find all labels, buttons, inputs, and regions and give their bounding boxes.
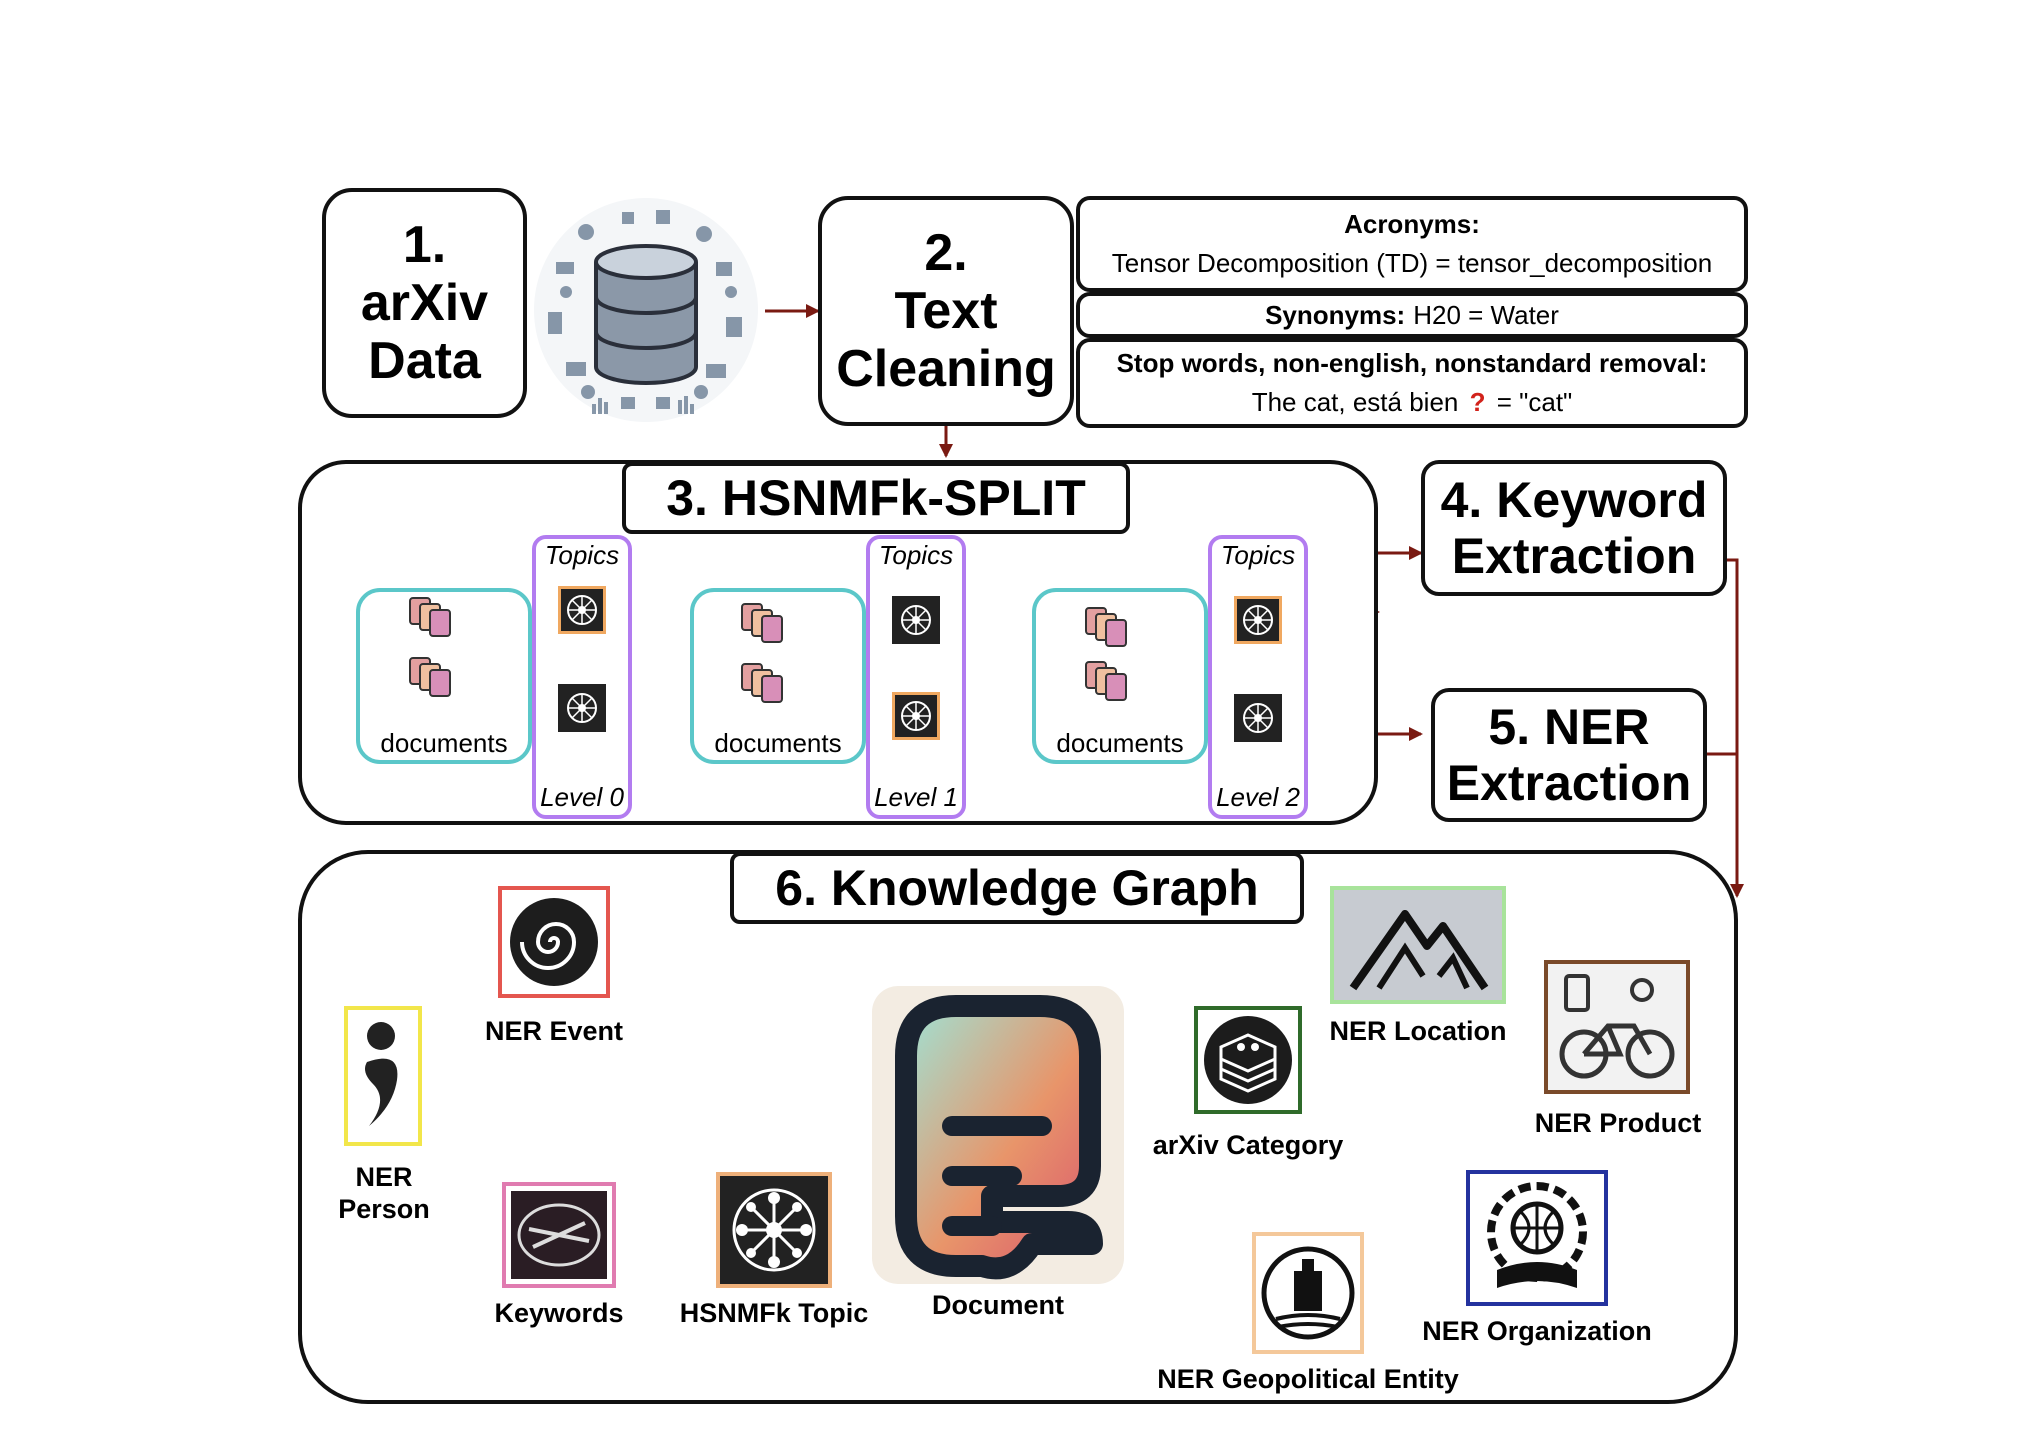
- step4-line1: 4. Keyword: [1440, 472, 1708, 528]
- topic-node-icon-selected: [558, 586, 606, 634]
- hsnmfk-topic-node: [716, 1172, 832, 1288]
- spiral-icon: [510, 898, 598, 986]
- step1-arxiv-data: 1. arXiv Data: [322, 188, 527, 418]
- level0-topics-box: [532, 535, 632, 819]
- ner-person-label-line2: Person: [338, 1193, 430, 1224]
- step2-text-cleaning: 2. Text Cleaning: [818, 196, 1074, 426]
- ner-event-node: [498, 886, 610, 998]
- level0-topics-label: Topics: [544, 540, 620, 570]
- arrow-keyword-to-graph: [1727, 558, 1744, 898]
- document-stack-icon: [740, 662, 788, 713]
- level1-documents-label: documents: [714, 728, 842, 758]
- topic-node-icon: [1234, 694, 1282, 742]
- mountain-icon: [1349, 910, 1489, 991]
- synonyms-panel: Synonyms: H20 = Water: [1076, 292, 1748, 338]
- document-stack-icon: [740, 602, 788, 653]
- ner-geopolitical-label: NER Geopolitical Entity: [1157, 1364, 1459, 1394]
- acronyms-example: Tensor Decomposition (TD) = tensor_decom…: [1111, 248, 1713, 278]
- step4-keyword-extraction: 4. Keyword Extraction: [1421, 460, 1727, 596]
- acronyms-title: Acronyms:: [1344, 209, 1480, 239]
- keywords-icon: [511, 1191, 607, 1279]
- topic-node-icon: [558, 684, 606, 732]
- level1-topics-label: Topics: [878, 540, 954, 570]
- ner-person-node: [344, 1006, 422, 1146]
- document-stack-icon: [408, 656, 456, 707]
- ner-person-label: NER Person: [316, 1162, 452, 1226]
- ner-product-label: NER Product: [1534, 1108, 1702, 1138]
- hsnmfk-topic-label: HSNMFk Topic: [679, 1298, 869, 1328]
- person-icon: [365, 1022, 398, 1126]
- ner-location-label: NER Location: [1329, 1016, 1507, 1046]
- step1-number: 1.: [402, 215, 447, 274]
- level2-topics-box: [1208, 535, 1308, 819]
- question-mark-icon: ?: [1469, 387, 1486, 417]
- step2-line1: Text: [894, 281, 998, 340]
- synonyms-title: Synonyms:: [1265, 299, 1406, 330]
- document-stack-icon: [1084, 606, 1132, 657]
- level2-documents-label: documents: [1056, 728, 1184, 758]
- step6-title: 6. Knowledge Graph: [730, 852, 1304, 924]
- step2-line2: Cleaning: [836, 340, 1056, 399]
- topic-node-icon-selected: [892, 692, 940, 740]
- acronyms-panel: Acronyms: Tensor Decomposition (TD) = te…: [1076, 196, 1748, 292]
- document-node-icon: [872, 986, 1124, 1284]
- ner-product-node: [1544, 960, 1690, 1094]
- document-stack-icon: [408, 596, 456, 647]
- ner-location-node: [1330, 886, 1506, 1004]
- step2-number: 2.: [924, 223, 968, 282]
- topic-node-icon-selected: [1234, 596, 1282, 644]
- step1-line2: Data: [368, 332, 481, 391]
- network-icon: [732, 1188, 816, 1272]
- ner-person-label-line1: NER: [355, 1162, 413, 1192]
- level2-documents-box: [1032, 588, 1208, 764]
- level1-documents-box: [690, 588, 866, 764]
- globe-gear-icon: [1487, 1182, 1587, 1288]
- level1-level-label: Level 1: [874, 782, 958, 812]
- keywords-label: Keywords: [494, 1298, 624, 1328]
- level0-documents-label: documents: [380, 728, 508, 758]
- step1-line1: arXiv: [360, 273, 489, 332]
- document-stack-icon: [1084, 660, 1132, 711]
- stopwords-example-text: The cat, está bien: [1251, 387, 1459, 417]
- arxiv-category-node: [1194, 1006, 1302, 1114]
- ner-organization-label: NER Organization: [1422, 1316, 1652, 1346]
- database-illustration: [526, 192, 766, 427]
- step5-line2: Extraction: [1446, 755, 1692, 811]
- city-icon: [1261, 1246, 1355, 1340]
- level2-level-label: Level 2: [1216, 782, 1300, 812]
- stopwords-example-result: = "cat": [1496, 387, 1573, 417]
- level1-topics-box: [866, 535, 966, 819]
- ner-organization-node: [1466, 1170, 1608, 1306]
- arxiv-category-label: arXiv Category: [1152, 1130, 1344, 1160]
- document-label: Document: [931, 1290, 1064, 1320]
- level0-level-label: Level 0: [540, 782, 624, 812]
- stopwords-example: The cat, está bien ? = "cat": [1252, 387, 1573, 418]
- step5-line1: 5. NER: [1488, 699, 1650, 755]
- bicycle-icon: [1559, 974, 1675, 1079]
- level2-topics-label: Topics: [1220, 540, 1296, 570]
- keywords-node: [502, 1182, 616, 1288]
- stopwords-panel: Stop words, non-english, nonstandard rem…: [1076, 338, 1748, 428]
- stopwords-title: Stop words, non-english, nonstandard rem…: [1116, 348, 1708, 378]
- ner-geopolitical-node: [1252, 1232, 1364, 1354]
- ner-event-label: NER Event: [484, 1016, 624, 1046]
- synonyms-example: H20 = Water: [1413, 299, 1559, 330]
- level0-documents-box: [356, 588, 532, 764]
- topic-node-icon: [892, 596, 940, 644]
- step3-title: 3. HSNMFk-SPLIT: [622, 462, 1130, 534]
- step5-ner-extraction: 5. NER Extraction: [1431, 688, 1707, 822]
- category-icon: [1204, 1016, 1292, 1104]
- step4-line2: Extraction: [1451, 528, 1697, 584]
